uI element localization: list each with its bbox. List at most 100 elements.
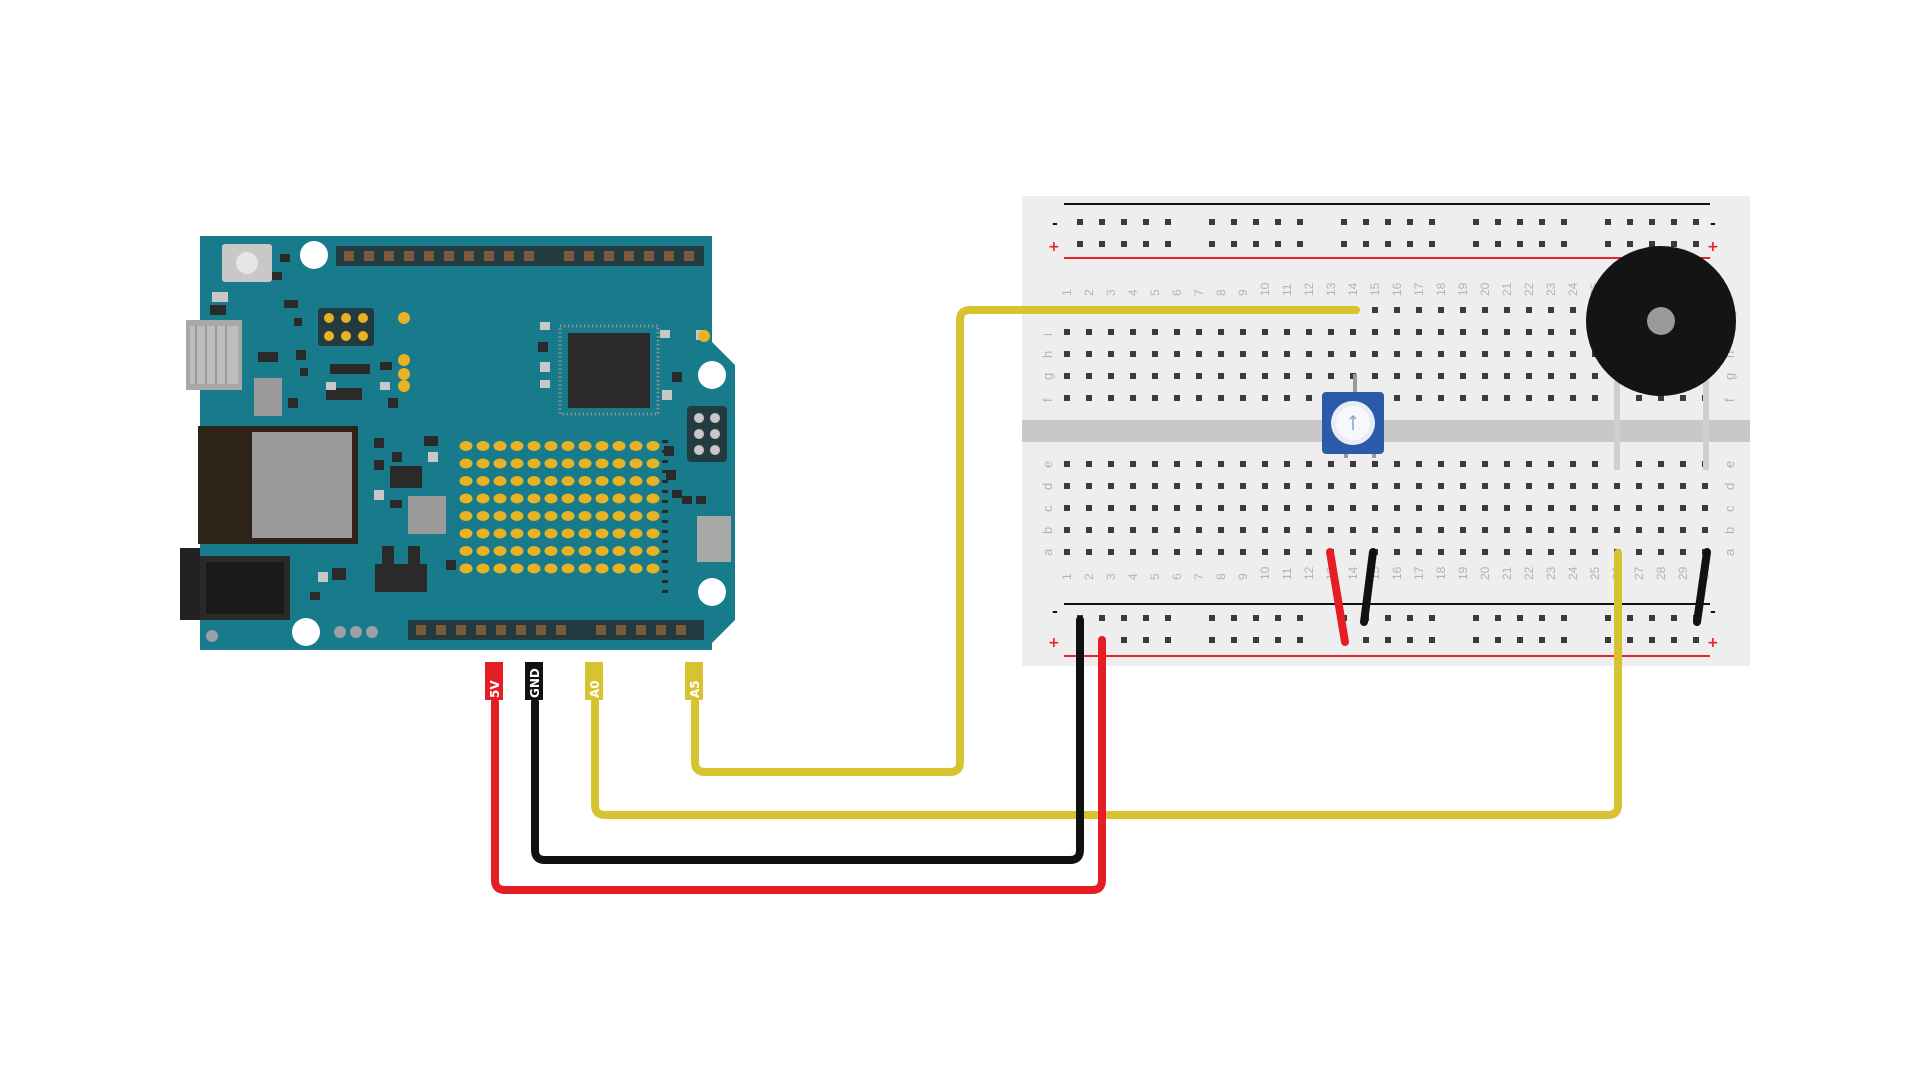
breadboard-hole xyxy=(1284,505,1290,511)
smd-component xyxy=(374,490,384,500)
led-dot xyxy=(476,441,490,451)
breadboard-hole xyxy=(1548,505,1554,511)
breadboard-hole xyxy=(1064,527,1070,533)
column-number: 4 xyxy=(1126,289,1140,296)
breadboard-hole xyxy=(1130,395,1136,401)
breadboard-hole xyxy=(1328,483,1334,489)
breadboard-hole xyxy=(1174,351,1180,357)
smd-component xyxy=(294,318,302,326)
breadboard-hole xyxy=(1636,483,1642,489)
breadboard-hole xyxy=(1416,329,1422,335)
row-letter: b xyxy=(1040,527,1055,534)
smd-component xyxy=(210,305,226,315)
smd-component xyxy=(672,490,682,498)
wires xyxy=(491,306,1711,894)
led-dot xyxy=(459,511,473,521)
breadboard-hole xyxy=(1108,351,1114,357)
led-dot xyxy=(595,458,609,469)
potentiometer-icon xyxy=(1322,374,1384,458)
smd-component xyxy=(672,372,682,382)
breadboard-hole xyxy=(1614,483,1620,489)
breadboard-hole xyxy=(1394,527,1400,533)
smd-pin xyxy=(662,510,668,513)
breadboard-hole xyxy=(1614,505,1620,511)
led-dot xyxy=(595,476,609,486)
led-dot xyxy=(527,441,541,451)
column-number: 21 xyxy=(1500,566,1514,580)
smd-component xyxy=(374,438,384,448)
led-dot xyxy=(510,563,524,574)
status-led-icon xyxy=(398,312,410,324)
breadboard-hole xyxy=(1108,505,1114,511)
breadboard-hole xyxy=(1526,373,1532,379)
breadboard-hole xyxy=(1152,373,1158,379)
column-number: 19 xyxy=(1456,566,1470,580)
rail-hole xyxy=(1143,241,1149,247)
pin-label-text: 5V xyxy=(488,680,502,698)
breadboard-hole xyxy=(1152,329,1158,335)
breadboard-hole xyxy=(1570,527,1576,533)
rail-hole xyxy=(1473,615,1479,621)
led-dot xyxy=(544,511,558,521)
breadboard-hole xyxy=(1394,351,1400,357)
breadboard-hole xyxy=(1460,461,1466,467)
breadboard-hole xyxy=(1394,329,1400,335)
jumper-black xyxy=(1360,548,1377,626)
breadboard-hole xyxy=(1592,527,1598,533)
led-dot xyxy=(578,441,592,451)
breadboard-hole xyxy=(1504,505,1510,511)
smd-component xyxy=(660,330,670,338)
icsp-pin xyxy=(694,413,704,423)
breadboard-hole xyxy=(1504,461,1510,467)
smd-component xyxy=(258,352,278,362)
breadboard-hole xyxy=(1196,549,1202,555)
rail-hole xyxy=(1165,637,1171,643)
breadboard-hole xyxy=(1196,395,1202,401)
column-number: 2 xyxy=(1082,573,1096,580)
icsp-pin xyxy=(710,445,720,455)
breadboard-hole xyxy=(1086,351,1092,357)
breadboard-hole xyxy=(1482,483,1488,489)
rail-hole xyxy=(1143,637,1149,643)
smd-component xyxy=(424,436,438,446)
led-dot xyxy=(527,546,541,556)
breadboard-hole xyxy=(1460,307,1466,313)
header-pin xyxy=(684,251,694,261)
breadboard-hole xyxy=(1482,527,1488,533)
breadboard-hole xyxy=(1394,505,1400,511)
led-dot xyxy=(561,441,575,451)
rail-hole xyxy=(1407,241,1413,247)
led-dot xyxy=(459,528,473,539)
breadboard-hole xyxy=(1064,373,1070,379)
smd-component xyxy=(300,368,308,376)
led-dot xyxy=(612,563,626,574)
breadboard-hole xyxy=(1570,395,1576,401)
column-number: 18 xyxy=(1434,566,1448,580)
rail-hole xyxy=(1605,637,1611,643)
led-dot xyxy=(544,546,558,556)
pin-labels: 5V GND A0 A5 xyxy=(485,662,703,700)
breadboard-hole xyxy=(1174,483,1180,489)
smd-component xyxy=(540,362,550,372)
breadboard-hole xyxy=(1130,351,1136,357)
led-dot xyxy=(646,563,660,574)
breadboard-hole xyxy=(1240,395,1246,401)
breadboard-hole xyxy=(1702,527,1708,533)
rail-hole xyxy=(1121,241,1127,247)
breadboard-hole xyxy=(1174,505,1180,511)
qwiic-connector-icon xyxy=(697,516,731,562)
breadboard-hole xyxy=(1680,549,1686,555)
breadboard-hole xyxy=(1504,351,1510,357)
led-dot xyxy=(578,528,592,539)
column-number: 24 xyxy=(1566,282,1580,296)
breadboard-hole xyxy=(1284,483,1290,489)
rail-hole xyxy=(1121,219,1127,225)
smd-pin xyxy=(662,460,668,463)
rail-hole xyxy=(1385,241,1391,247)
row-letter: b xyxy=(1722,527,1737,534)
pad-icon xyxy=(334,626,346,638)
led-dot xyxy=(612,546,626,556)
smd-components xyxy=(210,254,710,600)
header-pin xyxy=(584,251,594,261)
breadboard-hole xyxy=(1196,461,1202,467)
